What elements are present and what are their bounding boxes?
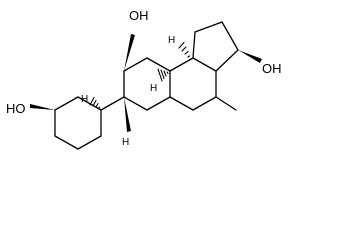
label-oh-c17: OH: [262, 61, 282, 76]
ring-d: [192, 21, 239, 72]
wedge-bond-c3-oh: [30, 104, 55, 110]
label-h-c9: H: [122, 137, 129, 148]
wedge-bond-c9-h: [124, 97, 131, 132]
hash-bond-c8-h: [157, 68, 169, 82]
steroid-structure-diagram: HO OH OH H H H H: [6, 8, 282, 150]
ring-b: [100, 57, 171, 111]
label-h-c5: H: [81, 94, 88, 105]
wedge-bond-c7-oh: [124, 34, 135, 71]
label-h-c14: H: [168, 35, 175, 46]
label-oh-c7: OH: [129, 8, 149, 23]
ring-a: [54, 96, 102, 150]
label-h-c8: H: [150, 83, 157, 94]
label-oh-c3: HO: [6, 101, 26, 116]
hash-bond-c14-h: [178, 41, 191, 58]
methyl-bond-c13: [215, 96, 237, 111]
ring-c: [169, 57, 217, 111]
hash-bond-c5-h: [89, 96, 101, 109]
wedge-bond-c17-oh: [238, 50, 262, 63]
stereo-bonds: [30, 34, 262, 132]
